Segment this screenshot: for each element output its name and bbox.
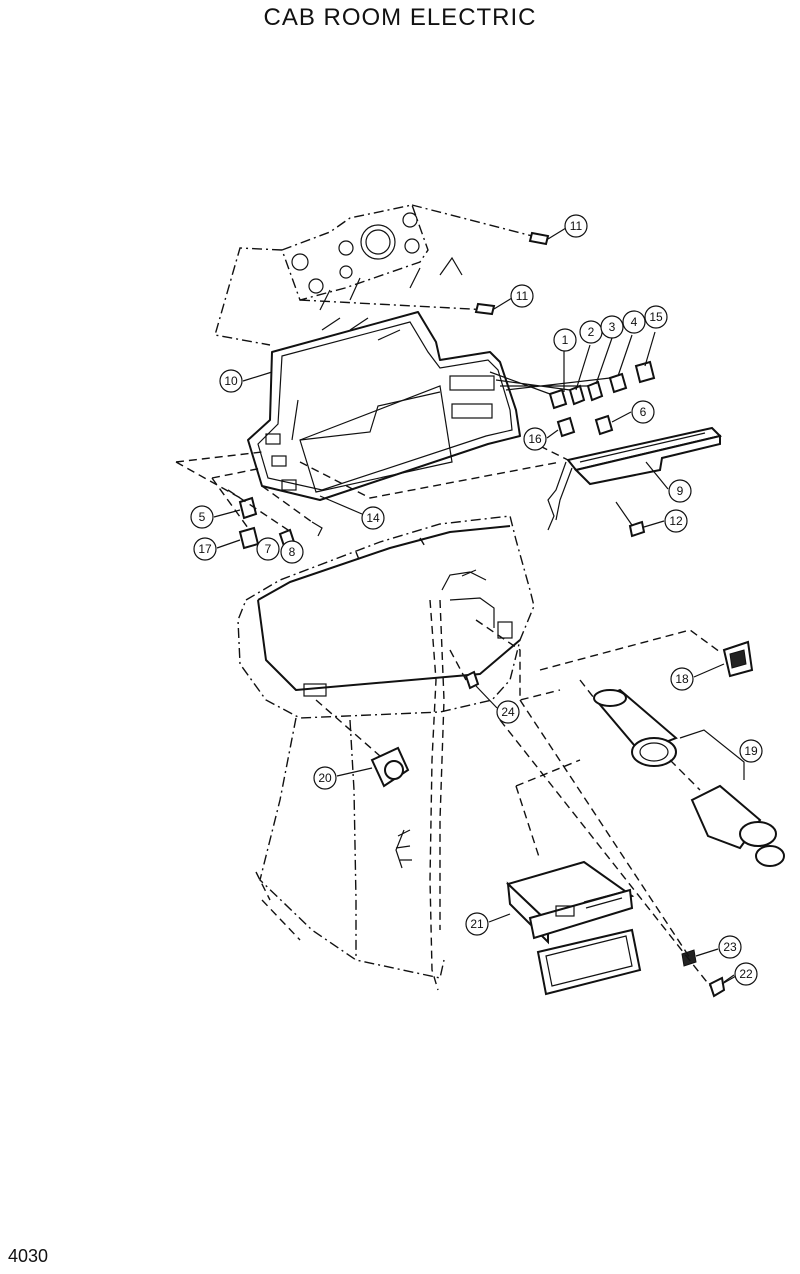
svg-text:18: 18 <box>675 672 689 686</box>
callout-4: 4 <box>622 310 646 334</box>
switch-6 <box>594 414 614 436</box>
callout-14: 14 <box>361 506 385 530</box>
callout-20: 20 <box>313 766 337 790</box>
svg-text:7: 7 <box>265 542 272 556</box>
console-housing <box>237 515 561 991</box>
callout-16: 16 <box>523 427 547 451</box>
svg-text:22: 22 <box>739 967 753 981</box>
part-24 <box>449 649 480 690</box>
gauge-panel <box>214 204 541 346</box>
svg-text:8: 8 <box>289 545 296 559</box>
svg-text:14: 14 <box>366 511 380 525</box>
svg-text:11: 11 <box>516 289 529 303</box>
lighter-assembly <box>579 679 785 867</box>
screw-12 <box>615 501 646 538</box>
callout-19: 19 <box>739 739 763 763</box>
callout-8: 8 <box>280 540 304 564</box>
svg-text:24: 24 <box>501 705 515 719</box>
svg-text:9: 9 <box>677 484 684 498</box>
svg-text:6: 6 <box>640 405 647 419</box>
rocker-switch <box>539 629 754 678</box>
callout-9: 9 <box>668 479 692 503</box>
svg-text:16: 16 <box>528 432 542 446</box>
callout-7: 7 <box>256 537 280 561</box>
callout-10: 10 <box>219 369 243 393</box>
callout-5: 5 <box>190 505 214 529</box>
svg-text:4: 4 <box>631 315 638 329</box>
page-number: 4030 <box>8 1246 49 1266</box>
svg-text:12: 12 <box>669 514 683 528</box>
switch-17 <box>238 526 260 550</box>
screw-top <box>528 227 567 246</box>
svg-text:2: 2 <box>588 325 595 339</box>
screw-middle <box>474 297 513 316</box>
svg-text:10: 10 <box>224 374 238 388</box>
knob <box>315 699 410 788</box>
callout-3: 3 <box>600 315 624 339</box>
callout-23: 23 <box>718 935 742 959</box>
switch-5 <box>238 496 258 520</box>
svg-text:21: 21 <box>470 917 484 931</box>
svg-text:19: 19 <box>744 744 758 758</box>
svg-text:3: 3 <box>609 320 616 334</box>
svg-text:1: 1 <box>562 333 569 347</box>
switch-3 <box>586 380 604 402</box>
nut-23 <box>681 949 697 967</box>
callout-22: 22 <box>734 962 758 986</box>
callout-6: 6 <box>631 400 655 424</box>
svg-text:5: 5 <box>199 510 206 524</box>
leader-lines <box>213 371 735 983</box>
callout-24: 24 <box>496 700 520 724</box>
callout-18: 18 <box>670 667 694 691</box>
svg-text:17: 17 <box>198 542 212 556</box>
callout-11-middle: 11 <box>510 284 534 308</box>
screw-22 <box>708 975 737 998</box>
callout-11-top: 11 <box>564 214 588 238</box>
switch-strip <box>547 426 722 531</box>
radio-unit <box>506 759 642 996</box>
callout-15: 15 <box>644 305 668 329</box>
callout-2: 2 <box>579 320 603 344</box>
switch-1 <box>548 388 568 410</box>
switch-16 <box>556 416 576 438</box>
svg-text:11: 11 <box>570 219 583 233</box>
callout-17: 17 <box>193 537 217 561</box>
switch-4 <box>608 372 628 394</box>
svg-text:23: 23 <box>723 940 737 954</box>
svg-text:20: 20 <box>318 771 332 785</box>
svg-text:15: 15 <box>649 310 663 324</box>
part-8 <box>311 521 323 537</box>
callout-1: 1 <box>553 328 577 352</box>
callout-12: 12 <box>664 509 688 533</box>
dash-cover <box>247 256 521 501</box>
diagram-title: CAB ROOM ELECTRIC <box>263 4 537 31</box>
callout-21: 21 <box>465 912 489 936</box>
